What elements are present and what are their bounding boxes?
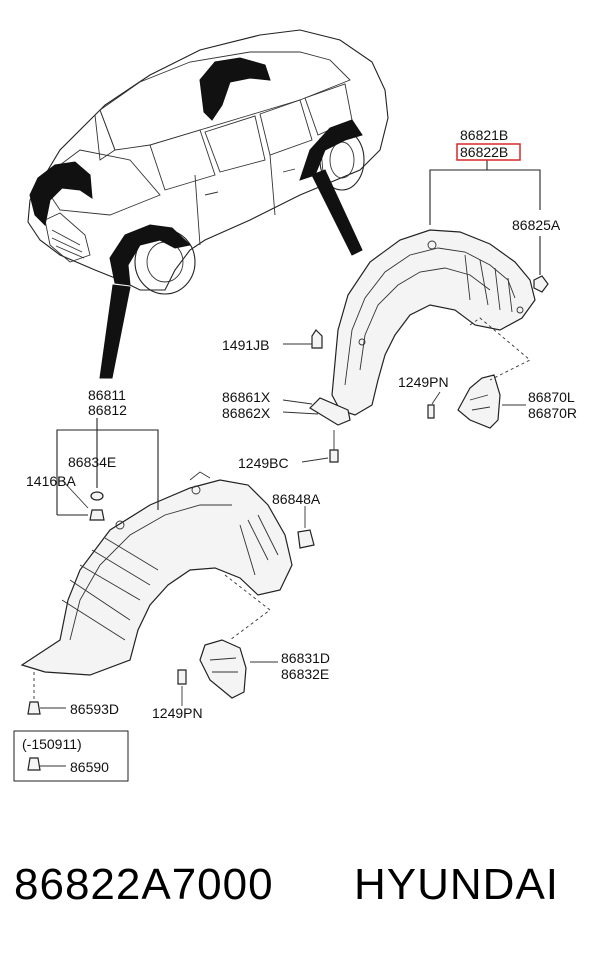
label-1491jb: 1491JB [222, 337, 269, 353]
label-1249pn-rear: 1249PN [398, 374, 449, 390]
label-86870l: 86870L [528, 389, 575, 405]
front-wheel-liner [20, 471, 293, 676]
label-86870r: 86870R [528, 405, 577, 421]
label-86831d: 86831D [281, 650, 330, 666]
front-mud-flap [199, 639, 247, 699]
note-box [13, 730, 129, 782]
rear-small-parts [309, 275, 549, 463]
label-86862x: 86862X [222, 405, 271, 421]
label-1249pn-front: 1249PN [152, 705, 203, 721]
label-86590: 86590 [70, 759, 109, 775]
footer: 86822A7000 HYUNDAI [0, 860, 600, 920]
footer-part-number: 86822A7000 [14, 860, 274, 909]
footer-brand: HYUNDAI [354, 860, 560, 909]
label-86834e: 86834E [68, 454, 116, 470]
label-1249bc: 1249BC [238, 455, 289, 471]
label-86811: 86811 [88, 387, 126, 403]
label-86832e: 86832E [281, 666, 329, 682]
label-86848a: 86848A [272, 491, 321, 507]
rear-wheel-liner [331, 229, 536, 416]
rear-mud-flap [457, 374, 501, 429]
label-86825a: 86825A [512, 217, 561, 233]
label-1416ba: 1416BA [26, 473, 76, 489]
car-illustration [27, 29, 389, 379]
label-86822b: 86822B [460, 144, 508, 160]
front-small-parts [27, 491, 315, 771]
label-note-date: (-150911) [22, 736, 82, 752]
highlight-box [456, 143, 521, 161]
label-86861x: 86861X [222, 389, 271, 405]
label-86812: 86812 [88, 402, 127, 418]
label-86821b: 86821B [460, 127, 508, 143]
label-86593d: 86593D [70, 701, 119, 717]
